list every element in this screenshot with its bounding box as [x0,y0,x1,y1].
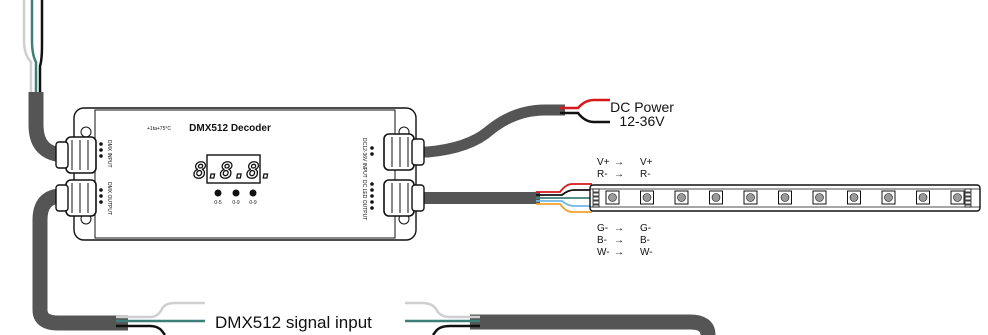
temperature-label: +1ta+75°C [147,126,171,132]
port-label-dmx-output: DMX OUTPUT [106,182,112,215]
led-chip-lens [918,193,928,202]
pin-from: V+ [597,157,610,168]
led-chip-lens [849,193,859,202]
dial-label-ones: 0-9 [249,200,256,206]
pin-to: W- [640,247,653,258]
led-strip [589,184,981,212]
pin-arrow: → [614,169,624,180]
gland-dmx-input [55,136,97,174]
led-chip-lens [677,193,686,202]
bottom-signal-wires-right [405,301,480,335]
dc-power-wires [560,98,610,124]
pin-map-top: V+ → V+ R- → R- [597,157,653,180]
pin-to: R- [640,169,651,180]
pin-to: V+ [640,157,653,168]
gland-dmx-output [55,179,97,217]
dial-ones[interactable] [249,189,257,197]
bottom-signal-wires-left [116,301,205,335]
pin-map-bottom: G- → G- B- → B- W- → W- [597,223,653,258]
led-output-wires [536,183,592,213]
led-chip-lens [642,193,652,202]
pin-from: B- [597,235,607,246]
segment-display-frame [206,154,261,184]
gland-led-output [383,179,425,217]
port-label-led-output: DC LED OUTPUT [361,180,367,220]
dial-label-hundreds: 0-5 [214,200,221,206]
dial-label-tens: 0-9 [232,200,239,206]
address-dials[interactable] [214,189,257,197]
dial-tens[interactable] [232,189,240,197]
port-label-dc-input: DC12-36V INPUT [361,138,367,178]
pin-arrow: → [614,157,624,168]
led-chip-lens [884,193,893,202]
dc-power-label: DC Power [610,99,674,115]
pin-arrow: → [614,247,624,258]
led-chip-lens [608,193,617,202]
gland-dc-input [383,133,425,171]
pin-from: G- [597,223,608,234]
pin-arrow: → [614,235,624,246]
signal-input-label: DMX512 signal input [215,313,372,332]
decoder-title: DMX512 Decoder [189,123,271,134]
pin-to: G- [640,223,651,234]
dc-power-voltage: 12-36V [619,113,665,129]
port-label-dmx-input: DMX INPUT [106,140,112,168]
segment-display: 8.8.8. [193,159,272,184]
terminal-dots [99,142,374,210]
pin-from: R- [597,169,608,180]
pin-arrow: → [614,223,624,234]
led-chip-lens [711,193,721,202]
led-chip-lens [815,193,824,202]
dial-hundreds[interactable] [214,189,222,197]
pin-to: B- [640,235,650,246]
top-input-wires [22,0,44,96]
led-chip-lens [746,193,755,202]
led-chip-lens [953,193,962,202]
led-chip-lens [780,193,790,202]
pin-from: W- [597,247,610,258]
led-chips [605,190,965,205]
